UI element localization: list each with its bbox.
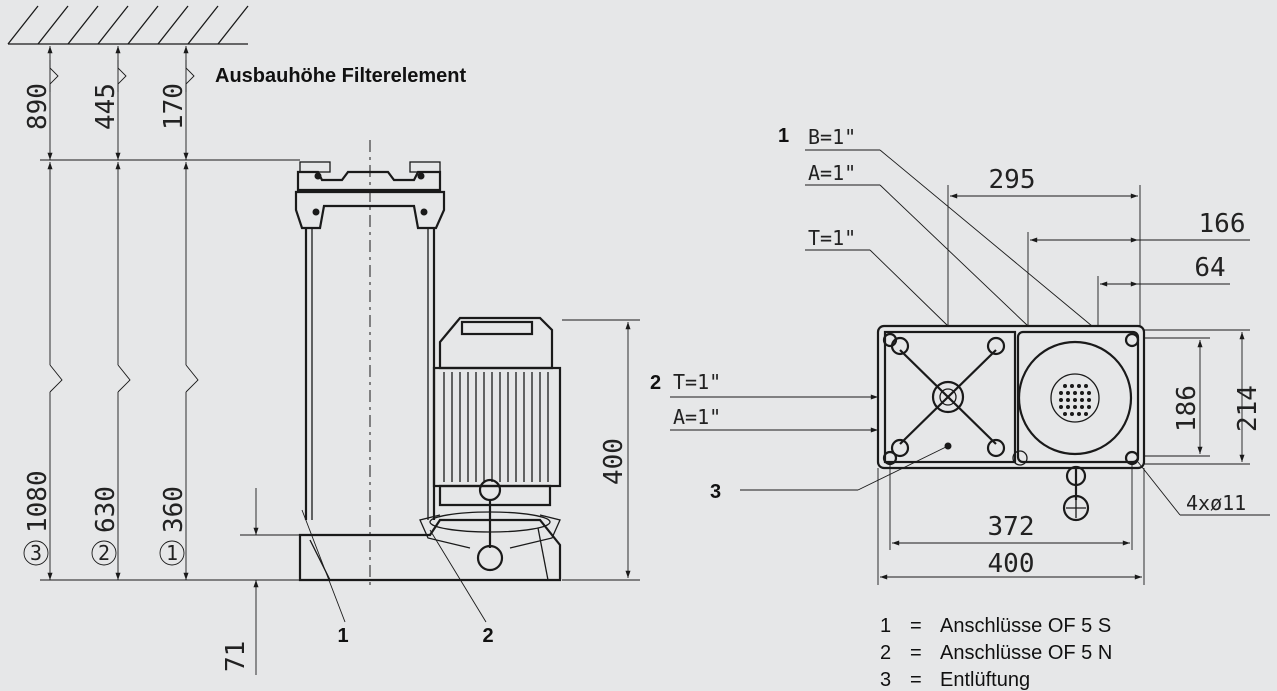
legend-text-2: Anschlüsse OF 5 N: [940, 642, 1112, 664]
dim-445: 445: [91, 83, 121, 130]
dim-295: 295: [989, 165, 1036, 195]
dim-1080: 1080: [23, 470, 53, 533]
dim-400-width: 400: [988, 549, 1035, 579]
port-a-top: A=1": [808, 161, 856, 185]
dim-890: 890: [23, 83, 53, 130]
legend-num-1: 1: [880, 615, 891, 637]
dim-170: 170: [159, 83, 189, 130]
dim-71: 71: [221, 641, 251, 672]
dim-holes: 4xø11: [1186, 491, 1246, 515]
port-a-side: A=1": [673, 405, 721, 429]
legend-eq-3: =: [910, 669, 922, 691]
callout-side-1: 1: [337, 625, 348, 647]
legend-text-1: Anschlüsse OF 5 S: [940, 615, 1111, 637]
legend-eq-2: =: [910, 642, 922, 664]
dim-372: 372: [988, 512, 1035, 542]
legend-eq-1: =: [910, 615, 922, 637]
legend-text-3: Entlüftung: [940, 669, 1030, 691]
dim-630: 630: [91, 486, 121, 533]
dim-214: 214: [1233, 385, 1263, 432]
port-b-top: B=1": [808, 125, 856, 149]
port-t-side: T=1": [673, 370, 721, 394]
marker-2: 2: [98, 541, 110, 565]
callout-top-1: 1: [778, 125, 789, 147]
marker-1: 1: [166, 541, 178, 565]
legend-num-2: 2: [880, 642, 891, 664]
filter-housing-side: 400: [294, 140, 640, 623]
callout-top-2: 2: [650, 372, 661, 394]
callout-side-2: 2: [482, 625, 493, 647]
callout-top-3: 3: [710, 481, 721, 503]
dim-166: 166: [1199, 209, 1246, 239]
height-dimensions: 890 445 170 3 1080 2 630 1 360 71: [23, 46, 300, 675]
dim-64: 64: [1194, 253, 1225, 283]
filter-unit-top-view: [670, 149, 1270, 585]
port-t-top: T=1": [808, 226, 856, 250]
ceiling-hatch: [7, 5, 249, 45]
legend: 1 = Anschlüsse OF 5 S 2 = Anschlüsse OF …: [880, 615, 1112, 691]
marker-3: 3: [30, 541, 42, 565]
dim-400-motor: 400: [599, 438, 629, 485]
dim-360: 360: [159, 486, 189, 533]
legend-num-3: 3: [880, 669, 891, 691]
dim-186: 186: [1172, 385, 1202, 432]
title: Ausbauhöhe Filterelement: [215, 65, 466, 87]
